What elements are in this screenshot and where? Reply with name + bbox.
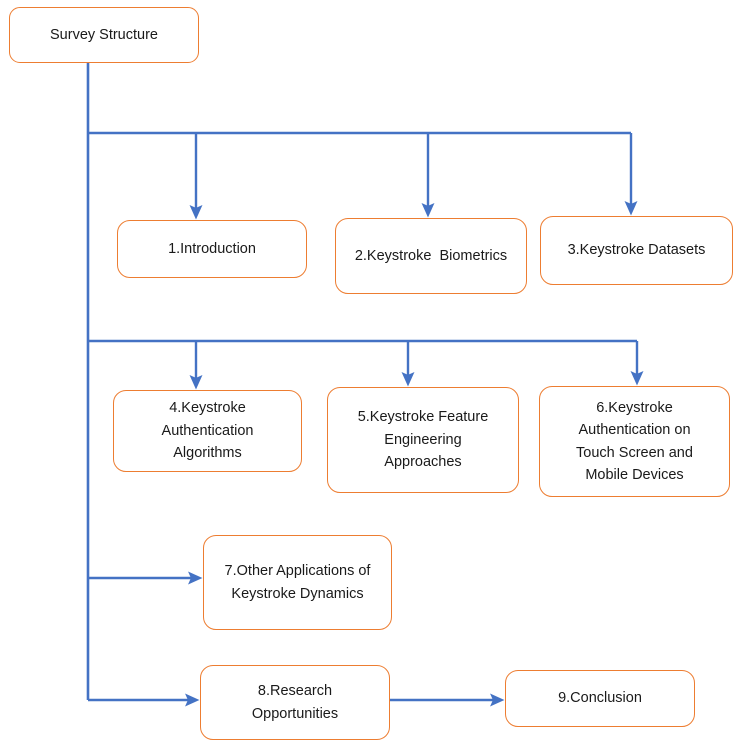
node-survey-structure[interactable]: Survey Structure <box>9 7 199 63</box>
node-keystroke-authentication-algorithms[interactable]: 4.Keystroke Authentication Algorithms <box>113 390 302 472</box>
node-introduction[interactable]: 1.Introduction <box>117 220 307 278</box>
node-keystroke-feature-engineering-approaches[interactable]: 5.Keystroke Feature Engineering Approach… <box>327 387 519 493</box>
node-other-applications-keystroke-dynamics[interactable]: 7.Other Applications of Keystroke Dynami… <box>203 535 392 630</box>
node-research-opportunities[interactable]: 8.Research Opportunities <box>200 665 390 740</box>
node-keystroke-datasets[interactable]: 3.Keystroke Datasets <box>540 216 733 285</box>
node-keystroke-biometrics[interactable]: 2.Keystroke Biometrics <box>335 218 527 294</box>
node-keystroke-authentication-touch-screen-mobile[interactable]: 6.Keystroke Authentication on Touch Scre… <box>539 386 730 497</box>
node-conclusion[interactable]: 9.Conclusion <box>505 670 695 727</box>
